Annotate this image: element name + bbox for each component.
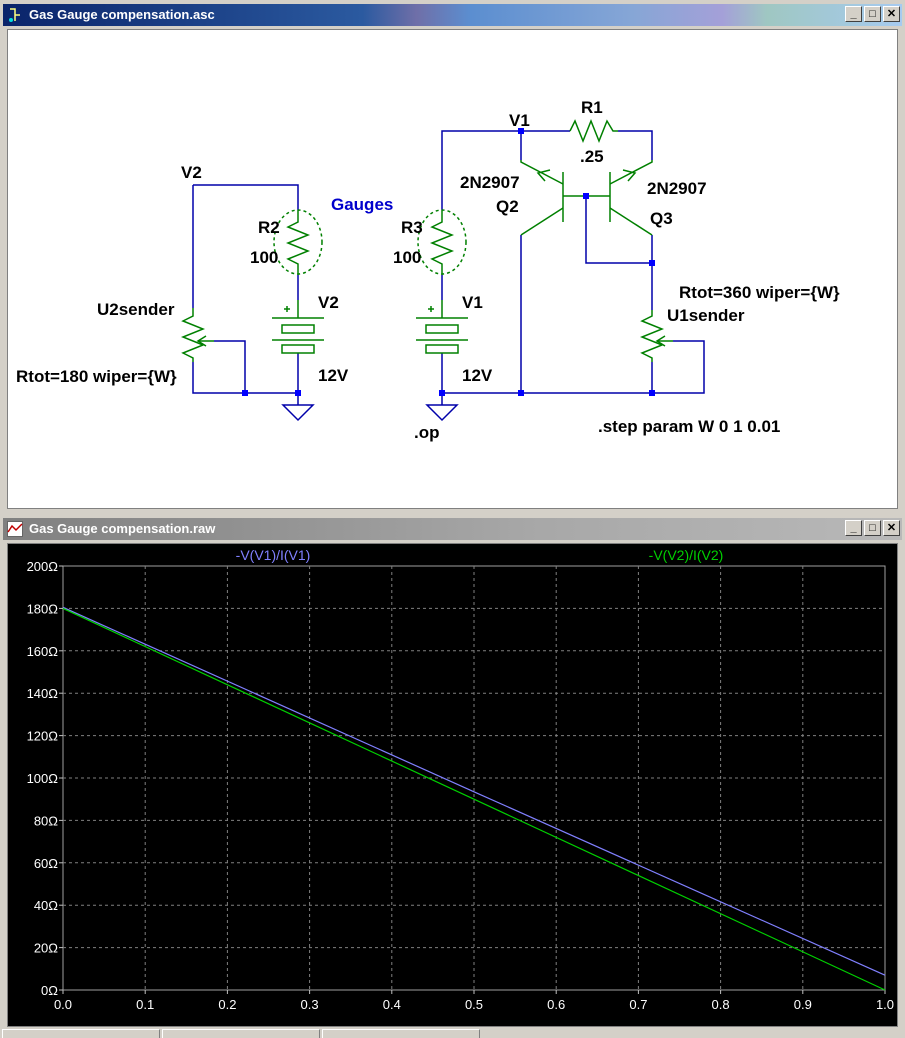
r3-resistor-icon <box>417 209 467 275</box>
x-tick-label: 0.1 <box>136 997 154 1012</box>
r1-name: R1 <box>581 98 603 117</box>
series-line <box>62 607 886 991</box>
q3-name: Q3 <box>650 209 673 228</box>
window-tab[interactable] <box>322 1029 480 1038</box>
legend-entry: -V(V1)/I(V1) <box>236 547 311 563</box>
v2-battery-icon <box>272 300 324 354</box>
schematic-title: Gas Gauge compensation.asc <box>29 7 215 22</box>
r2-resistor-icon <box>273 209 323 275</box>
components <box>180 118 673 362</box>
v2-net-label: V2 <box>181 163 202 182</box>
schematic-titlebar[interactable]: Gas Gauge compensation.asc _ □ ✕ <box>3 4 902 26</box>
schematic-app-icon <box>9 8 20 22</box>
y-tick-label: 140Ω <box>27 686 59 701</box>
v1-battery-icon <box>416 300 468 354</box>
window-tabs-strip <box>0 1027 905 1038</box>
close-button[interactable]: ✕ <box>883 6 900 22</box>
legend-entry: -V(V2)/I(V2) <box>649 547 724 563</box>
q2-name: Q2 <box>496 197 519 216</box>
plot-close-button[interactable]: ✕ <box>883 520 900 536</box>
schematic-drawing: V2 V1 Gauges R2 100 R3 100 R1 .25 2N2907… <box>16 98 840 442</box>
window-tab[interactable] <box>2 1029 160 1038</box>
op-directive: .op <box>414 423 440 442</box>
q3-type: 2N2907 <box>647 179 707 198</box>
y-tick-label: 160Ω <box>27 644 59 659</box>
q3-transistor-icon <box>586 160 653 236</box>
schematic-canvas[interactable]: V2 V1 Gauges R2 100 R3 100 R1 .25 2N2907… <box>7 29 898 509</box>
plot-minimize-button[interactable]: _ <box>845 520 862 536</box>
schematic-window: Gas Gauge compensation.asc _ □ ✕ <box>0 0 905 515</box>
plot-maximize-button[interactable]: □ <box>864 520 881 536</box>
y-tick-label: 80Ω <box>34 813 58 828</box>
waveform-chart[interactable]: 0.0 0.1 0.2 0.3 0.4 0.5 0.6 0.7 0.8 0.9 1.0 0Ω 20Ω 40… <box>8 544 897 1026</box>
r2-name: R2 <box>258 218 280 237</box>
q2-transistor-icon <box>520 160 586 236</box>
u2-sender-potentiometer-icon <box>180 308 214 362</box>
r2-value: 100 <box>250 248 278 267</box>
u1-sender-params: Rtot=360 wiper={W} <box>679 283 840 302</box>
v2-source-name: V2 <box>318 293 339 312</box>
q2-type: 2N2907 <box>460 173 520 192</box>
window-tab[interactable] <box>162 1029 320 1038</box>
v2-source-value: 12V <box>318 366 349 385</box>
plot-titlebar[interactable]: Gas Gauge compensation.raw _ □ ✕ <box>3 518 902 540</box>
y-tick-label: 60Ω <box>34 856 58 871</box>
junction-nodes <box>242 128 655 396</box>
r1-resistor-icon <box>569 118 618 144</box>
r3-name: R3 <box>401 218 423 237</box>
wires <box>192 130 705 405</box>
y-tick-label: 0Ω <box>41 983 58 998</box>
r3-value: 100 <box>393 248 421 267</box>
gauges-label: Gauges <box>331 195 393 214</box>
minimize-button[interactable]: _ <box>845 6 862 22</box>
v1-source-name: V1 <box>462 293 483 312</box>
y-tick-label: 20Ω <box>34 941 58 956</box>
u2-sender-params: Rtot=180 wiper={W} <box>16 367 177 386</box>
x-tick-label: 0.8 <box>712 997 730 1012</box>
ground-icon <box>281 404 459 422</box>
y-tick-label: 120Ω <box>27 729 59 744</box>
x-tick-label: 0.0 <box>54 997 72 1012</box>
y-tick-label: 40Ω <box>34 898 58 913</box>
u2-sender-name: U2sender <box>97 300 175 319</box>
x-tick-label: 0.7 <box>629 997 647 1012</box>
x-tick-label: 1.0 <box>876 997 894 1012</box>
x-tick-label: 0.3 <box>301 997 319 1012</box>
u1-sender-potentiometer-icon <box>639 310 673 362</box>
r1-value: .25 <box>580 147 604 166</box>
x-tick-label: 0.6 <box>547 997 565 1012</box>
v1-source-value: 12V <box>462 366 493 385</box>
x-tick-label: 0.9 <box>794 997 812 1012</box>
waveform-app-icon <box>7 521 23 537</box>
v1-net-label: V1 <box>509 111 530 130</box>
maximize-button[interactable]: □ <box>864 6 881 22</box>
y-tick-label: 180Ω <box>27 601 59 616</box>
waveform-plot-pane[interactable]: 0.0 0.1 0.2 0.3 0.4 0.5 0.6 0.7 0.8 0.9 1.0 0Ω 20Ω 40… <box>7 543 898 1027</box>
plot-title: Gas Gauge compensation.raw <box>29 521 216 536</box>
y-tick-label: 200Ω <box>27 559 59 574</box>
y-tick-label: 100Ω <box>27 771 59 786</box>
x-tick-label: 0.2 <box>218 997 236 1012</box>
x-tick-label: 0.5 <box>465 997 483 1012</box>
step-directive: .step param W 0 1 0.01 <box>598 417 780 436</box>
x-tick-label: 0.4 <box>383 997 401 1012</box>
series-line <box>62 606 886 976</box>
u1-sender-name: U1sender <box>667 306 745 325</box>
